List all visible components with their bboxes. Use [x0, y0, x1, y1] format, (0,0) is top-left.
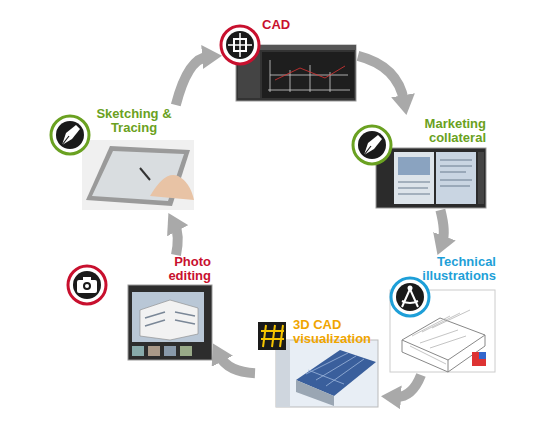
visualization-screenshot [276, 340, 378, 407]
node-label: Technical illustrations [410, 255, 496, 283]
cycle-arrow [175, 225, 178, 255]
cycle-arrow [440, 210, 443, 242]
cycle-arrow [176, 57, 208, 105]
marketing-icon [353, 126, 391, 164]
node-label: Sketching & Tracing [94, 107, 174, 135]
sketching-icon [51, 116, 89, 154]
visualization-icon [258, 322, 286, 350]
sketching-screenshot [82, 140, 194, 210]
node-label: Photo editing [153, 255, 211, 283]
technical-screenshot [390, 290, 495, 372]
marketing-screenshot [376, 148, 486, 208]
photo-screenshot [128, 285, 212, 360]
technical-node: Technical illustrations [388, 255, 498, 375]
visualization-node: 3D CAD visualization [255, 318, 381, 410]
sketching-node: Sketching & Tracing [50, 105, 198, 213]
cycle-arrow [358, 56, 404, 101]
cad-icon [221, 26, 259, 64]
node-label: Marketing collateral [404, 117, 486, 145]
marketing-node: Marketing collateral [352, 115, 488, 210]
technical-icon [391, 278, 429, 316]
cad-node: CAD [222, 18, 358, 102]
photo-node: Photo editing [65, 255, 213, 363]
cycle-arrow [395, 375, 421, 397]
cycle-arrow [220, 356, 255, 373]
node-label: CAD [262, 18, 322, 32]
node-label: 3D CAD visualization [293, 318, 379, 346]
photo-icon [68, 266, 106, 304]
